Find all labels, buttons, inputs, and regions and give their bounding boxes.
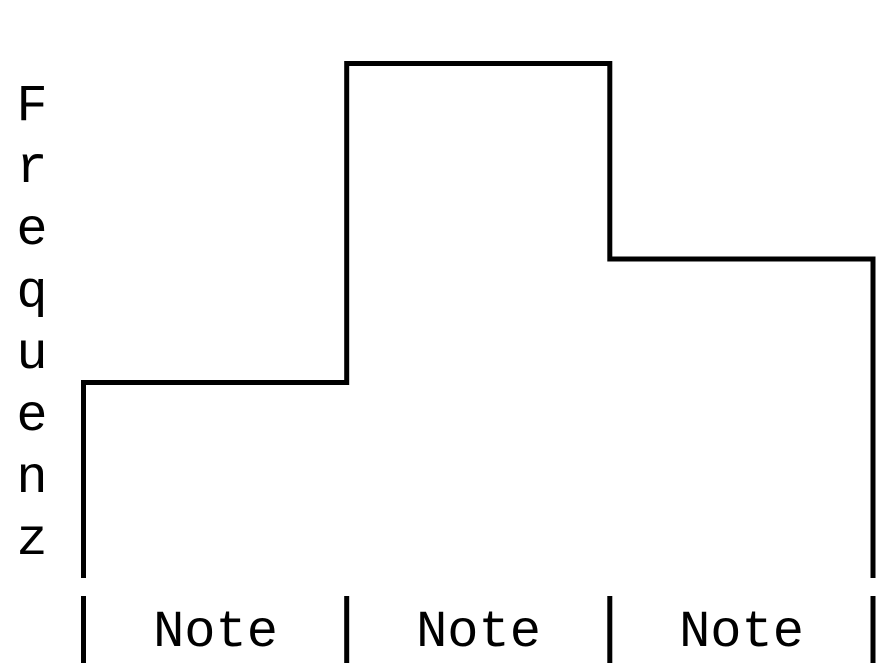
x-tick-label-note-2: Note bbox=[416, 603, 541, 662]
x-axis-tick-marks bbox=[81, 596, 876, 663]
y-axis-label: F r e q u e n z bbox=[16, 77, 48, 570]
histogram-outline bbox=[81, 61, 876, 578]
x-tick-label-note-3: Note bbox=[679, 603, 804, 662]
x-tick-label-note-1: Note bbox=[153, 603, 278, 662]
x-axis-labels: Note Note Note bbox=[84, 603, 873, 663]
